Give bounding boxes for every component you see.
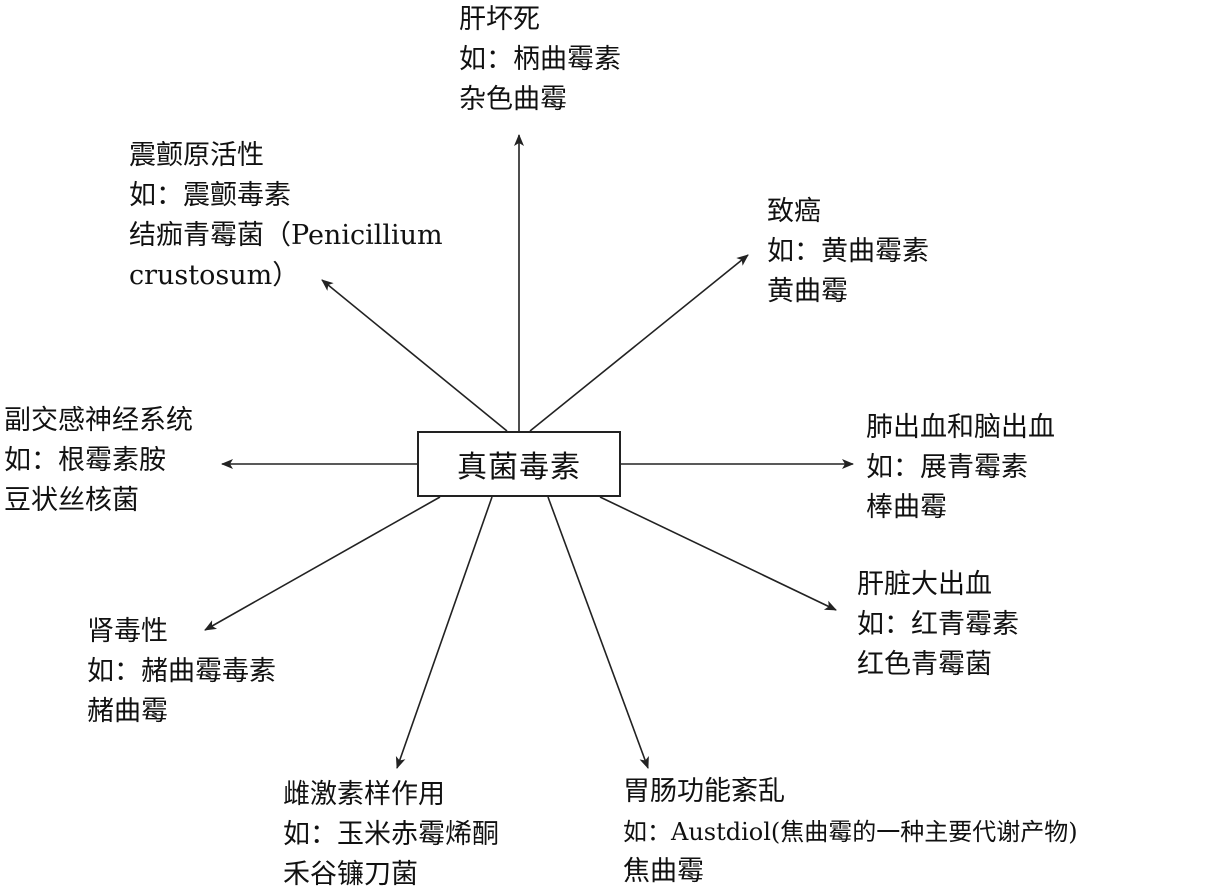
node-source: 结痂青霉菌（Penicillium	[129, 220, 443, 251]
node-example: 如：玉米赤霉烯酮	[283, 819, 499, 850]
arrow-nephrotoxic	[204, 496, 441, 631]
node-liver-necrosis: 肝坏死 如：柄曲霉素 杂色曲霉	[459, 0, 621, 120]
node-title: 胃肠功能紊乱	[623, 776, 785, 807]
node-liver-hemorrhage: 肝脏大出血 如：红青霉素 红色青霉菌	[857, 565, 1019, 685]
node-example: 如：震颤毒素	[129, 180, 291, 211]
arrow-gastrointestinal	[547, 496, 649, 769]
center-node: 真菌毒素	[417, 431, 621, 497]
node-source: 黄曲霉	[767, 276, 848, 307]
node-carcinogenic: 致癌 如：黄曲霉素 黄曲霉	[767, 192, 929, 312]
node-example: 如：根霉素胺	[4, 445, 166, 476]
node-source: 棒曲霉	[866, 492, 947, 523]
arrow-tremorgenic	[321, 279, 508, 432]
node-title: 肾毒性	[87, 616, 168, 647]
arrow-liver-hemorrhage	[599, 496, 837, 611]
node-source: 豆状丝核菌	[4, 485, 139, 516]
node-parasympathetic: 副交感神经系统 如：根霉素胺 豆状丝核菌	[4, 401, 193, 521]
node-example: 如：Austdiol(焦曲霉的一种主要代谢产物)	[623, 818, 1078, 846]
node-lung-brain-hemorrhage: 肺出血和脑出血 如：展青霉素 棒曲霉	[866, 408, 1055, 528]
node-example: 如：赭曲霉毒素	[87, 656, 276, 687]
node-source: 红色青霉菌	[857, 649, 992, 680]
node-gastrointestinal: 胃肠功能紊乱 如：Austdiol(焦曲霉的一种主要代谢产物) 焦曲霉	[623, 772, 1078, 892]
node-example: 如：红青霉素	[857, 609, 1019, 640]
node-tremorgenic: 震颤原活性 如：震颤毒素 结痂青霉菌（Penicillium crustosum…	[129, 136, 443, 296]
arrow-estrogenic	[395, 496, 493, 769]
node-source: 赭曲霉	[87, 696, 168, 727]
center-label: 真菌毒素	[457, 450, 581, 485]
node-estrogenic: 雌激素样作用 如：玉米赤霉烯酮 禾谷镰刀菌	[283, 775, 499, 895]
node-title: 肝脏大出血	[857, 569, 992, 600]
node-title: 致癌	[767, 196, 821, 227]
node-source-cont: crustosum）	[129, 260, 300, 291]
node-title: 震颤原活性	[129, 140, 264, 171]
node-nephrotoxic: 肾毒性 如：赭曲霉毒素 赭曲霉	[87, 612, 276, 732]
node-source: 焦曲霉	[623, 856, 704, 887]
node-source: 禾谷镰刀菌	[283, 859, 418, 890]
node-example: 如：黄曲霉素	[767, 236, 929, 267]
node-title: 肝坏死	[459, 4, 540, 35]
node-source: 杂色曲霉	[459, 84, 567, 115]
node-title: 副交感神经系统	[4, 405, 193, 436]
node-example: 如：柄曲霉素	[459, 44, 621, 75]
node-title: 肺出血和脑出血	[866, 412, 1055, 443]
arrow-carcinogenic	[529, 254, 749, 432]
node-title: 雌激素样作用	[283, 779, 445, 810]
node-example: 如：展青霉素	[866, 452, 1028, 483]
